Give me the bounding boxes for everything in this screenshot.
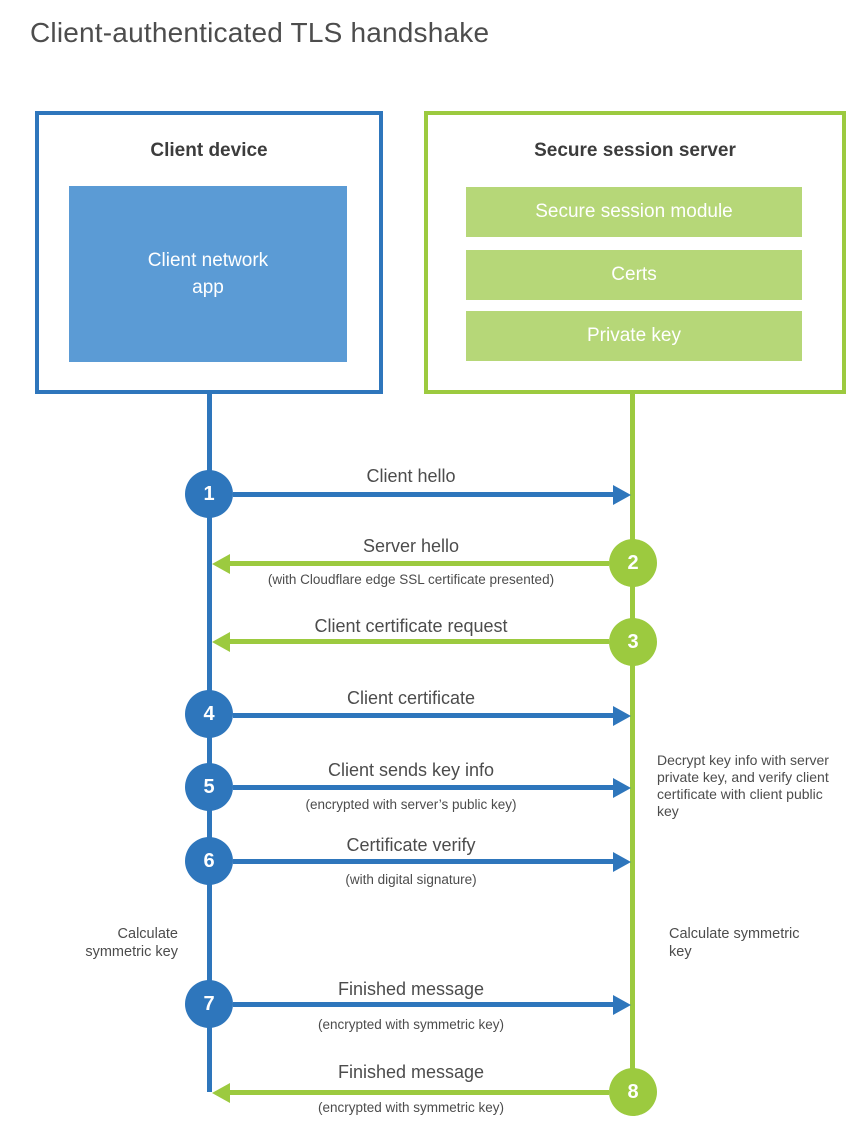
client-device-box: Client device Client network app — [35, 111, 383, 394]
step-2-label: Server hello — [362, 536, 460, 556]
step-3-label: Client certificate request — [314, 616, 508, 636]
step-6-arrow-right-icon — [233, 851, 631, 872]
step-6-circle: 6 — [185, 837, 233, 885]
step-5-subtitle: (encrypted with server’s public key) — [305, 797, 517, 812]
step-5-arrow-right-icon — [233, 777, 631, 798]
step-1-label: Client hello — [366, 466, 456, 486]
step-2-circle: 2 — [609, 539, 657, 587]
step-1-arrow-right-icon — [233, 484, 631, 505]
server-module-certs: Certs — [466, 250, 802, 300]
client-network-app-label: Client network app — [147, 250, 269, 298]
step-5-circle: 5 — [185, 763, 233, 811]
step-8-label: Finished message — [337, 1062, 485, 1082]
server-module-private-key: Private key — [466, 311, 802, 361]
server-module-secure-session: Secure session module — [466, 187, 802, 237]
secure-session-server-title: Secure session server — [534, 140, 736, 161]
step-8-subtitle: (encrypted with symmetric key) — [317, 1100, 505, 1115]
step-6-subtitle: (with digital signature) — [345, 872, 477, 887]
step-7-subtitle: (encrypted with symmetric key) — [317, 1017, 505, 1032]
step-1-circle: 1 — [185, 470, 233, 518]
step-2-subtitle: (with Cloudflare edge SSL certificate pr… — [267, 572, 555, 587]
step-5-label: Client sends key info — [327, 760, 495, 780]
page-title: Client-authenticated TLS handshake — [30, 17, 490, 48]
step-7-circle: 7 — [185, 980, 233, 1028]
step-4-label: Client certificate — [346, 688, 476, 708]
client-network-app-box: Client network app — [69, 186, 347, 362]
step-8-arrow-left-icon — [212, 1082, 609, 1103]
server-calculate-symmetric-key-note: Calculate symmetric key — [669, 926, 800, 960]
server-decrypt-note: Decrypt key info with server private key… — [657, 752, 829, 819]
step-8-circle: 8 — [609, 1068, 657, 1116]
step-7-label: Finished message — [337, 979, 485, 999]
step-3-circle: 3 — [609, 618, 657, 666]
client-device-title: Client device — [150, 140, 268, 161]
step-6-label: Certificate verify — [346, 835, 476, 855]
step-2-arrow-left-icon — [212, 553, 609, 574]
step-3-arrow-left-icon — [212, 631, 609, 652]
client-calculate-symmetric-key-note: Calculate symmetric key — [85, 926, 178, 960]
step-4-circle: 4 — [185, 690, 233, 738]
secure-session-server-box: Secure session server Secure session mod… — [424, 111, 846, 394]
client-lifeline — [207, 392, 212, 1092]
server-lifeline — [630, 392, 635, 1092]
step-7-arrow-right-icon — [233, 994, 631, 1015]
step-4-arrow-right-icon — [233, 705, 631, 726]
